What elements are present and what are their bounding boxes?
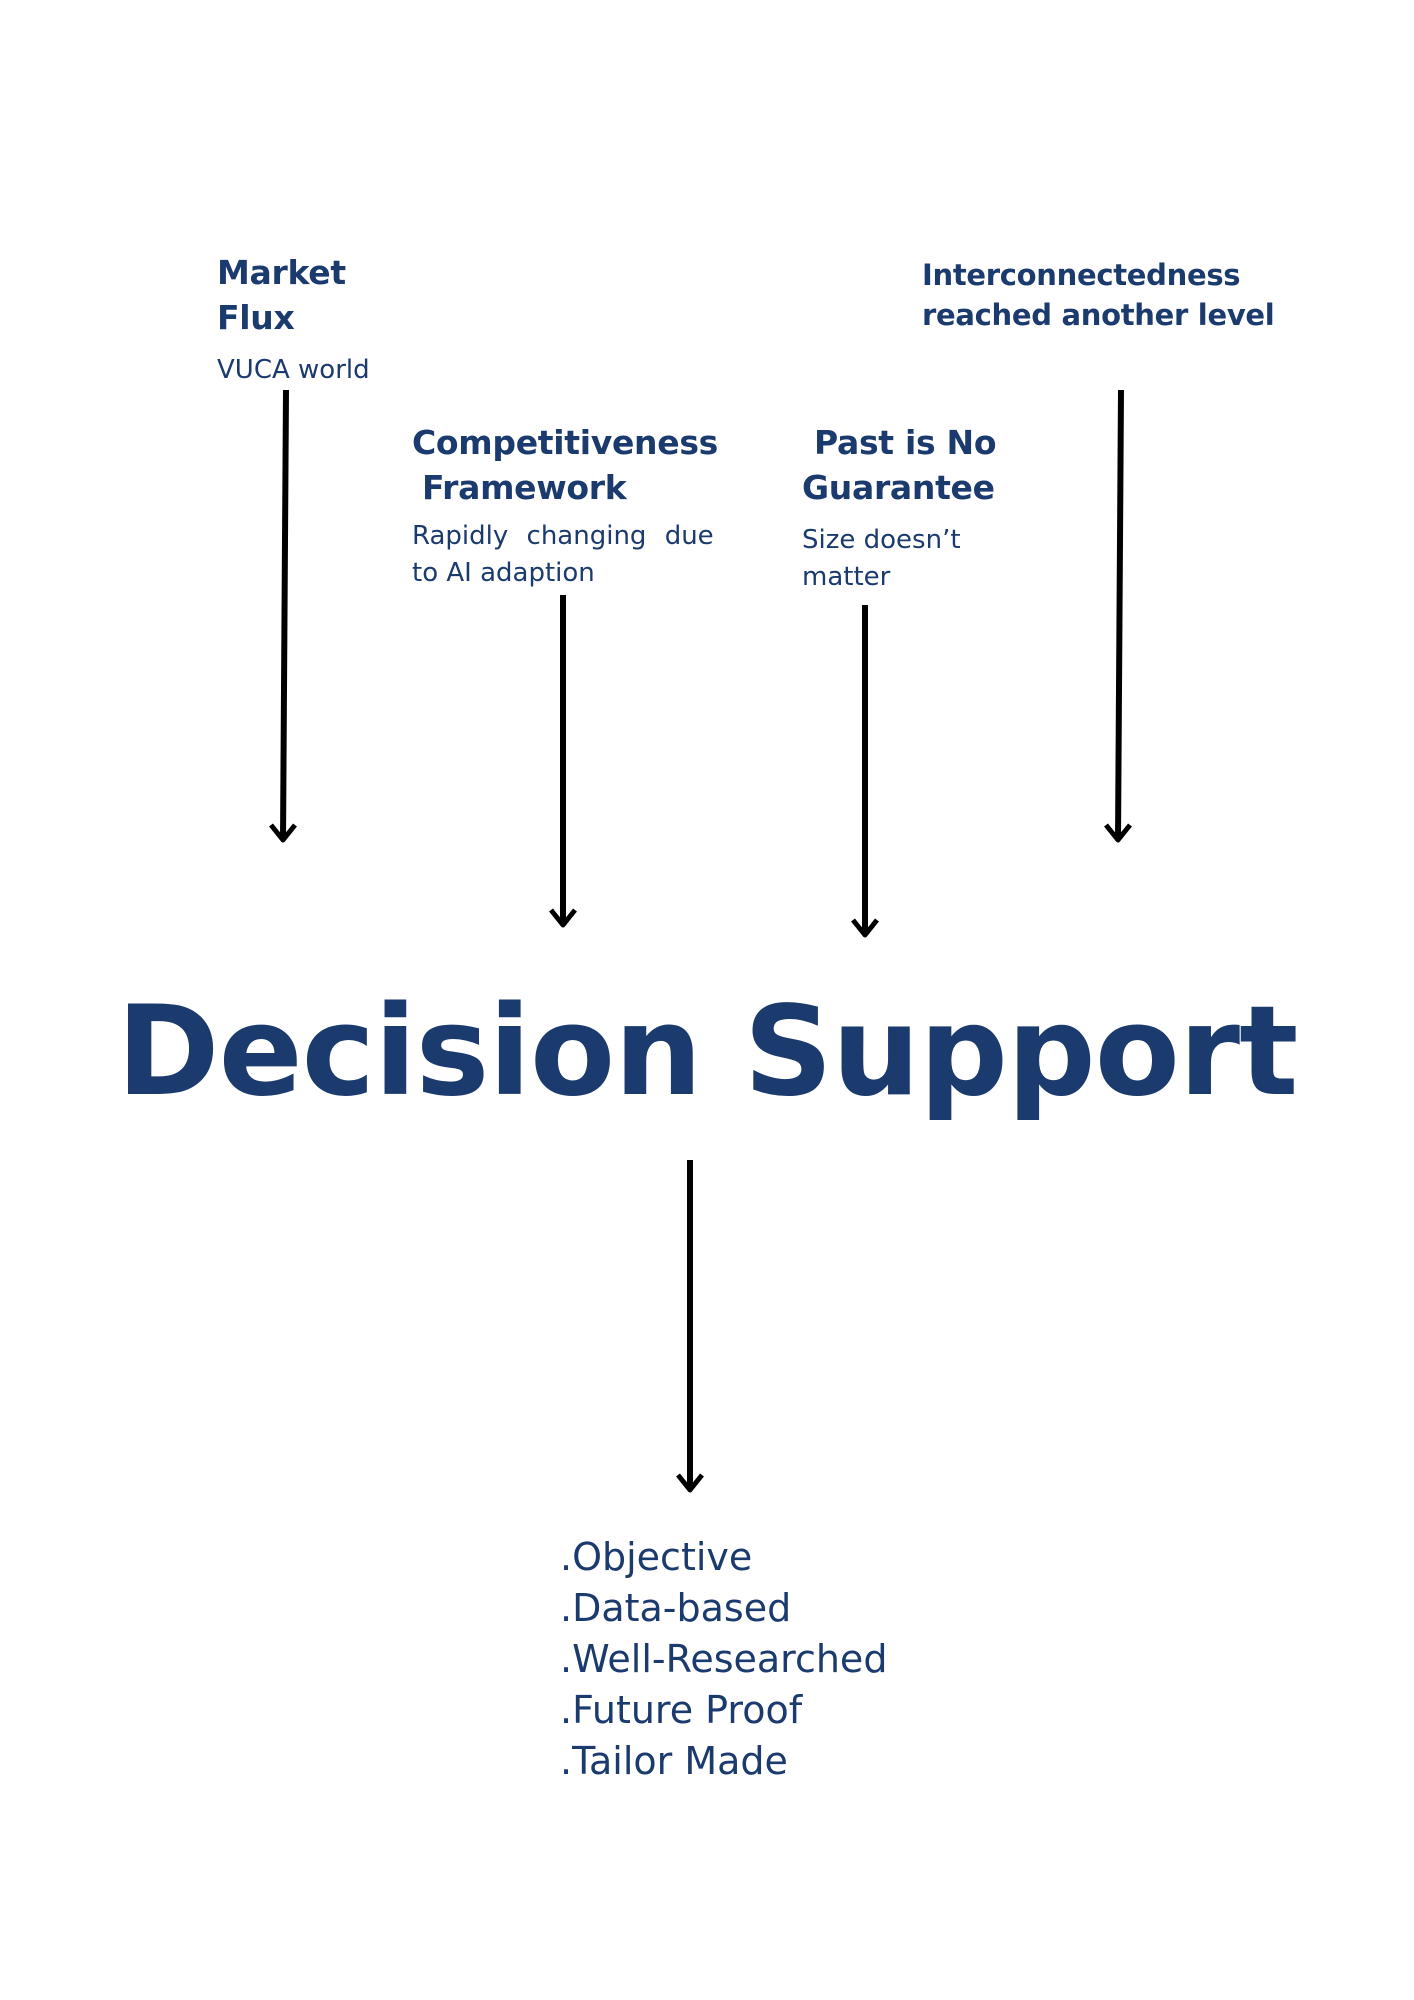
factor-title-line: Competitiveness — [412, 423, 719, 462]
decision-support-title: Decision Support — [116, 980, 1299, 1124]
benefit-item: .Tailor Made — [560, 1739, 788, 1783]
factor-subtitle: Size doesn’t matter — [802, 522, 996, 596]
factor-past-no-guarantee: Past is No Guarantee Size doesn’t matter — [802, 420, 997, 596]
factor-title: Past is No Guarantee — [802, 420, 997, 510]
factor-subtitle: Rapidly changing due to AI adaption — [412, 518, 718, 592]
factor-title-line: reached another level — [922, 298, 1275, 332]
factor-subtitle-line: Size doesn’t — [802, 525, 961, 555]
benefit-item: .Well-Researched — [560, 1637, 888, 1681]
benefit-item: .Objective — [560, 1535, 753, 1579]
factor-title-line: Flux — [217, 298, 295, 337]
factor-title-line: Interconnectedness — [922, 258, 1241, 292]
arrow-competitiveness — [549, 595, 577, 928]
factor-title-line: Framework — [422, 468, 627, 507]
factor-subtitle-line: VUCA world — [217, 355, 370, 385]
factor-subtitle-line: matter — [802, 562, 891, 592]
arrow-past-no-guarantee — [851, 605, 879, 938]
factor-market-flux: Market Flux VUCA world — [217, 250, 370, 389]
factor-title: Competitiveness Framework — [412, 420, 718, 510]
benefits-list: .Objective .Data-based .Well-Researched … — [560, 1532, 887, 1787]
arrow-market-flux — [269, 389, 297, 843]
factor-subtitle-line: to AI adaption — [412, 558, 595, 588]
arrow-interconnectedness — [1104, 389, 1132, 843]
factor-interconnectedness: Interconnectedness reached another level — [922, 255, 1275, 335]
factor-subtitle: VUCA world — [217, 352, 370, 389]
factor-title: Market Flux — [217, 250, 370, 340]
factor-title-line: Past is No — [814, 423, 997, 462]
arrow-to-benefits — [676, 1160, 704, 1493]
factor-subtitle-line: Rapidly changing due — [412, 521, 714, 551]
factor-title: Interconnectedness reached another level — [922, 255, 1275, 335]
benefit-item: .Future Proof — [560, 1688, 803, 1732]
factor-title-line: Guarantee — [802, 468, 995, 507]
factor-title-line: Market — [217, 253, 346, 292]
benefit-item: .Data-based — [560, 1586, 792, 1630]
factor-competitiveness: Competitiveness Framework Rapidly changi… — [412, 420, 718, 592]
